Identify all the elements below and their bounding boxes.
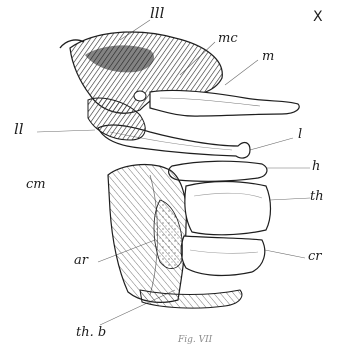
label-ll: ll xyxy=(14,122,24,137)
label-cm: cm xyxy=(26,178,46,191)
plate-mark: X xyxy=(313,10,323,24)
label-h: h xyxy=(312,160,320,173)
label-m: m xyxy=(262,50,274,63)
label-l: l xyxy=(298,128,302,141)
label-th: th xyxy=(310,190,324,203)
label-thb: th. b xyxy=(76,326,106,339)
label-ar: ar xyxy=(74,254,88,267)
hyoid-bar xyxy=(169,161,267,181)
label-mc: mc xyxy=(218,32,238,45)
label-cr: cr xyxy=(308,250,322,263)
figure-caption: Fig. VII xyxy=(178,336,212,345)
larynx-body xyxy=(108,165,271,309)
label-lll: lll xyxy=(150,6,164,21)
greater-horn-process xyxy=(150,90,299,116)
